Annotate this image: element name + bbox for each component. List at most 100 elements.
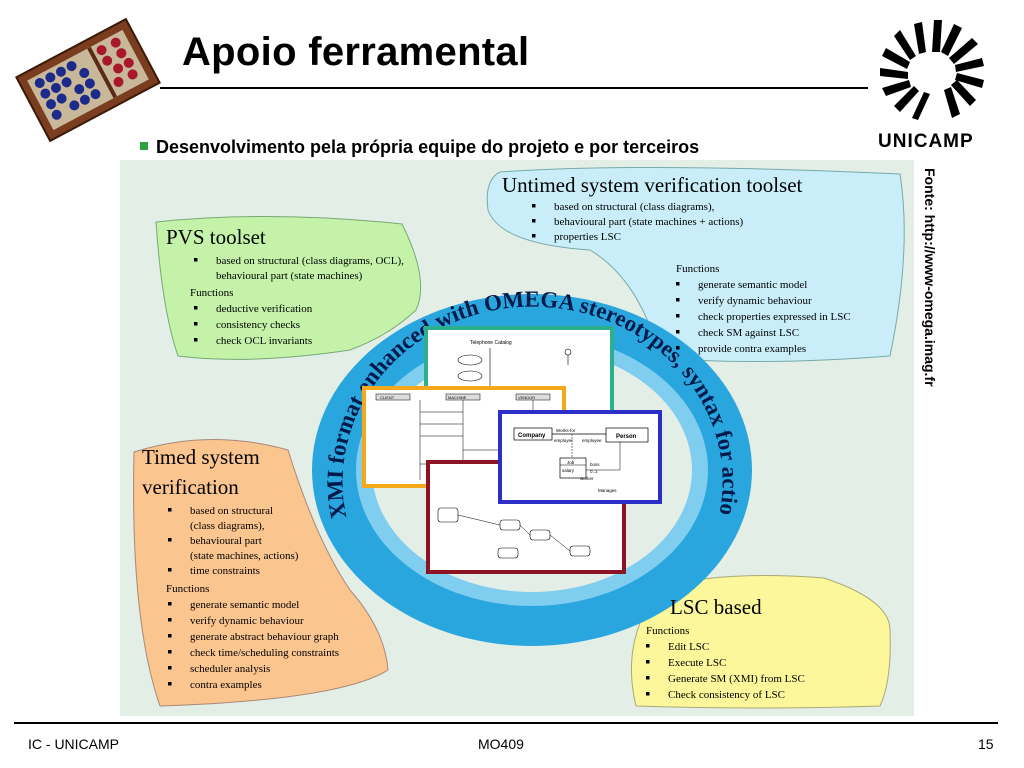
timed-items: based on structural (class diagrams), beha… [168,505,299,577]
list-bullet-icon [676,346,680,350]
list-bullet-icon [532,234,536,238]
timed-title-line1: Timed system [142,445,260,469]
list-bullet-icon [676,282,680,286]
list-bullet-icon [676,330,680,334]
svg-text:Company: Company [518,433,546,439]
lsc-title: LSC based [670,595,762,619]
list-item: generate abstract behaviour graph [190,631,339,643]
list-item: based on structural [190,505,273,517]
untimed-title: Untimed system verification toolset [502,173,803,197]
list-item: consistency checks [216,319,300,331]
list-bullet-icon [194,338,198,342]
timed-functions: generate semantic model verify dynamic be… [168,599,339,691]
lsc-functions: Edit LSC Execute LSC Generate SM (XMI) fro… [646,641,805,701]
list-item: time constraints [190,565,260,577]
list-bullet-icon [194,258,198,262]
list-bullet-icon [168,618,172,622]
main-bullet-text: Desenvolvimento pela própria equipe do p… [156,137,700,157]
footer-left: IC - UNICAMP [28,736,119,752]
list-item: based on structural (class diagrams), [554,201,715,213]
timed-title-line2: verification [142,475,239,499]
list-item: verify dynamic behaviour [190,615,304,627]
svg-text:VENDOR: VENDOR [518,395,535,400]
list-bullet-icon [646,644,650,648]
list-bullet-icon [532,204,536,208]
svg-text:salary: salary [562,468,575,473]
list-item: verify dynamic behaviour [698,295,812,307]
pvs-functions-label: Functions [190,287,233,299]
pvs-functions: deductive verification consistency checks… [194,303,313,347]
page-number: 15 [978,736,994,752]
class-diagram-frame: Company Person Works-for employer employ… [498,410,662,504]
list-item: Generate SM (XMI) from LSC [668,673,805,685]
list-item: provide contra examples [698,343,806,355]
pvs-toolset-cloud [155,215,422,360]
list-item: properties LSC [554,231,621,243]
list-bullet-icon [646,676,650,680]
list-bullet-icon [168,650,172,654]
svg-text:boss: boss [590,462,600,467]
bullet-square-icon [140,142,148,151]
svg-text:Works-for: Works-for [556,428,576,433]
list-item: generate semantic model [190,599,299,611]
list-item: Edit LSC [668,641,709,653]
list-bullet-icon [168,538,172,542]
unicamp-logo-icon [880,20,984,120]
untimed-toolset-cloud [486,166,905,363]
list-bullet-icon [194,306,198,310]
list-bullet-icon [676,314,680,318]
list-bullet-icon [168,508,172,512]
main-bullet: Desenvolvimento pela própria equipe do p… [140,137,699,158]
list-item: deductive verification [216,303,313,315]
list-bullet-icon [168,666,172,670]
list-item: behavioural part (state machines) [216,270,363,282]
slide-title: Apoio ferramental [182,30,530,74]
title-divider [160,87,868,89]
svg-text:0..1: 0..1 [590,469,598,474]
lsc-functions-label: Functions [646,625,689,637]
list-item: check time/scheduling constraints [190,647,339,659]
list-item: check SM against LSC [698,327,799,339]
source-note-text: Fonte: http://www-omega.imag.fr [922,168,938,387]
footer-divider [14,722,998,724]
omega-toolset-diagram: XMI format enhanced with OMEGA stereotyp… [120,160,914,716]
list-item: scheduler analysis [190,663,270,675]
list-bullet-icon [168,568,172,572]
list-item: behavioural part (state machines + actio… [554,216,743,228]
list-bullet-icon [532,219,536,223]
list-bullet-icon [676,298,680,302]
svg-text:MACHINE: MACHINE [448,395,467,400]
list-bullet-icon [646,660,650,664]
list-bullet-icon [646,692,650,696]
list-item: Execute LSC [668,657,726,669]
pvs-items: based on structural (class diagrams, OCL… [194,255,404,282]
source-note: Fonte: http://www-omega.imag.fr [920,168,940,448]
lsc-based-cloud [631,575,891,709]
timed-system-cloud [133,438,389,707]
untimed-items: based on structural (class diagrams), beh… [532,201,743,243]
list-item: (class diagrams), [190,520,265,532]
footer-center: MO409 [478,736,524,752]
svg-text:Person: Person [616,434,637,440]
list-item: check properties expressed in LSC [698,311,851,323]
list-item: contra examples [190,679,262,691]
list-item: based on structural (class diagrams, OCL… [216,255,404,267]
list-bullet-icon [168,634,172,638]
list-item: behavioural part [190,535,262,547]
list-bullet-icon [168,682,172,686]
list-item: check OCL invariants [216,335,312,347]
list-item: generate semantic model [698,279,807,291]
list-item: Check consistency of LSC [668,689,785,701]
abacus-logo-icon [15,17,161,143]
svg-text:employer: employer [554,438,573,443]
list-bullet-icon [168,602,172,606]
svg-text:Telephone Catalog: Telephone Catalog [470,340,512,346]
untimed-functions-label: Functions [676,263,719,275]
svg-text:CLIENT: CLIENT [380,395,395,400]
svg-text:Manages: Manages [598,488,617,493]
timed-functions-label: Functions [166,583,209,595]
svg-text:employee: employee [582,438,602,443]
list-bullet-icon [194,322,198,326]
list-item: (state machines, actions) [190,550,299,562]
untimed-functions: generate semantic model verify dynamic be… [676,279,851,355]
